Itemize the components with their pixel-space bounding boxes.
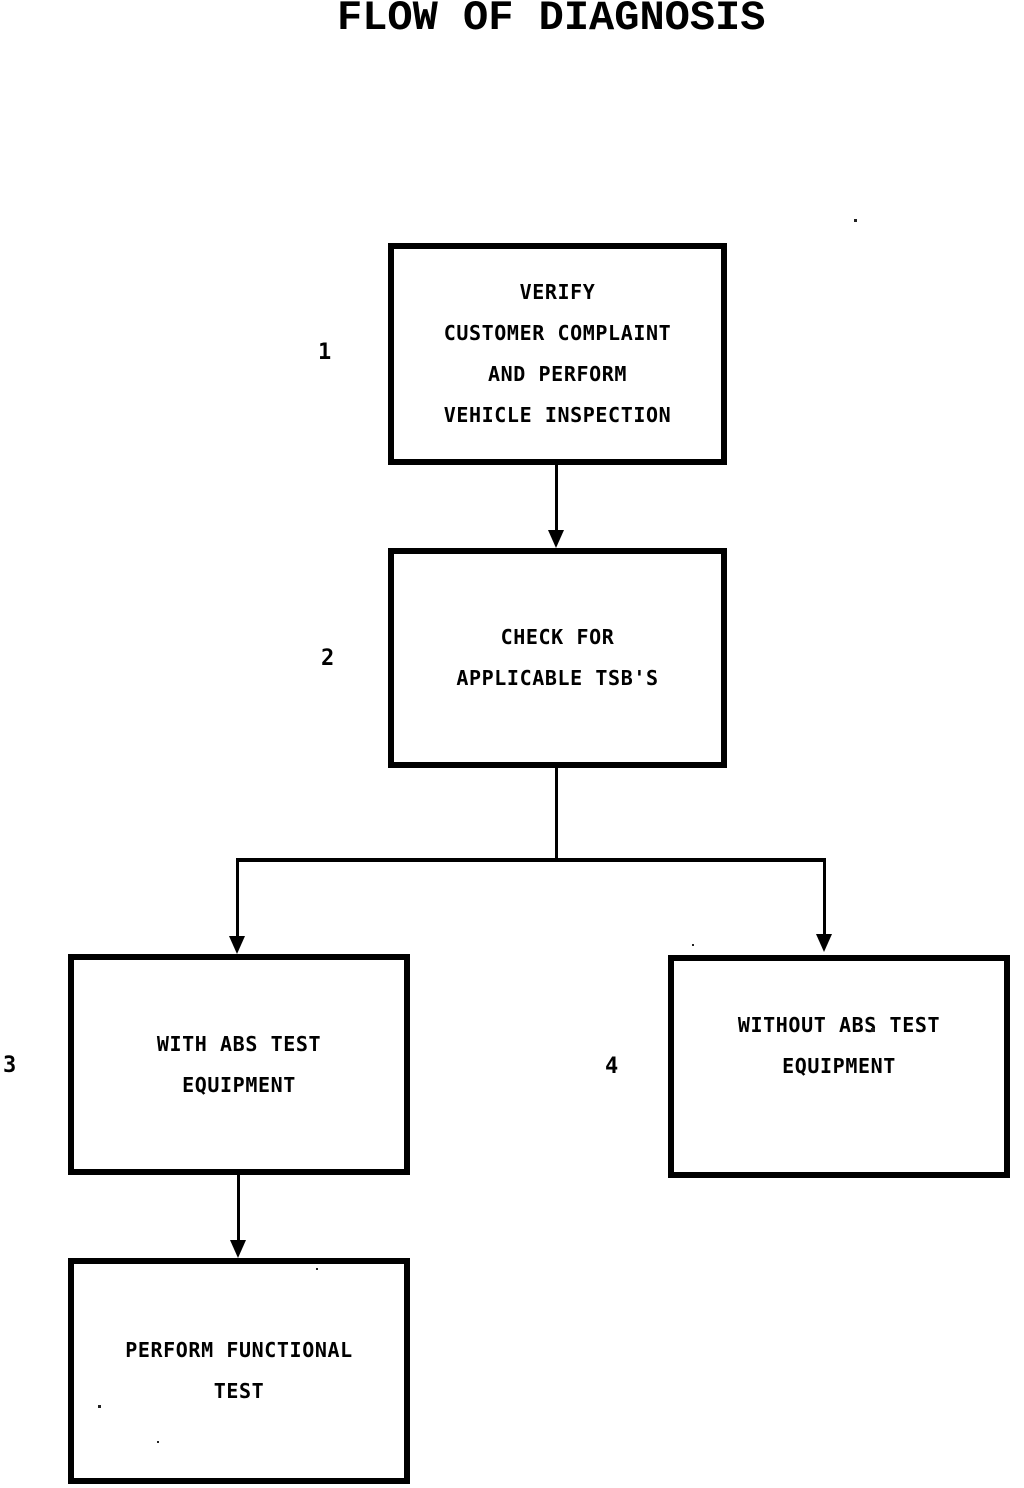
scan-speck <box>157 1441 159 1443</box>
box-text-line: VERIFY <box>519 280 596 304</box>
flow-box-perform-functional-test: PERFORM FUNCTIONAL TEST <box>68 1258 410 1484</box>
flow-box-with-abs-equipment: WITH ABS TEST EQUIPMENT <box>68 954 410 1175</box>
connector-line-box1-box2 <box>555 465 558 533</box>
arrow-down-icon <box>229 936 245 954</box>
box-text-line: VEHICLE INSPECTION <box>443 403 672 427</box>
connector-line-box3-box5 <box>237 1175 240 1242</box>
arrow-down-icon <box>548 530 564 548</box>
flow-box-check-tsbs: CHECK FOR APPLICABLE TSB'S <box>388 548 727 768</box>
scan-speck <box>316 1268 318 1270</box>
scan-speck <box>854 219 857 222</box>
connector-line-branch <box>236 858 826 862</box>
connector-line-branch-left <box>236 858 239 938</box>
box-text-line: AND PERFORM <box>487 362 628 386</box>
step-number-3: 3 <box>3 1053 17 1078</box>
box-text-line: TEST <box>213 1379 265 1403</box>
box-text-line: APPLICABLE TSB'S <box>456 666 659 690</box>
step-number-4: 4 <box>605 1054 619 1079</box>
flow-box-verify-complaint: VERIFY CUSTOMER COMPLAINT AND PERFORM VE… <box>388 243 727 465</box>
box-text-line: PERFORM FUNCTIONAL <box>125 1338 353 1362</box>
connector-line-box2-stem <box>555 768 558 862</box>
page-title: FLOW OF DIAGNOSIS <box>337 0 766 42</box>
scan-speck <box>98 1405 101 1408</box>
box-text-line: EQUIPMENT <box>782 1053 896 1078</box>
box-text-line: CHECK FOR <box>500 625 615 649</box>
step-number-2: 2 <box>321 646 335 671</box>
box-text-line: WITH ABS TEST <box>156 1031 322 1056</box>
connector-line-branch-right <box>823 858 826 936</box>
step-number-1: 1 <box>318 340 332 365</box>
arrow-down-icon <box>816 934 832 952</box>
scan-speck <box>871 1028 875 1032</box>
box-text-line: CUSTOMER COMPLAINT <box>443 321 672 345</box>
scan-speck <box>692 944 694 946</box>
box-text-line: WITHOUT ABS TEST <box>737 1012 941 1037</box>
flow-box-without-abs-equipment: WITHOUT ABS TEST EQUIPMENT <box>668 955 1010 1178</box>
box-text-line: EQUIPMENT <box>182 1072 296 1097</box>
arrow-down-icon <box>230 1240 246 1258</box>
